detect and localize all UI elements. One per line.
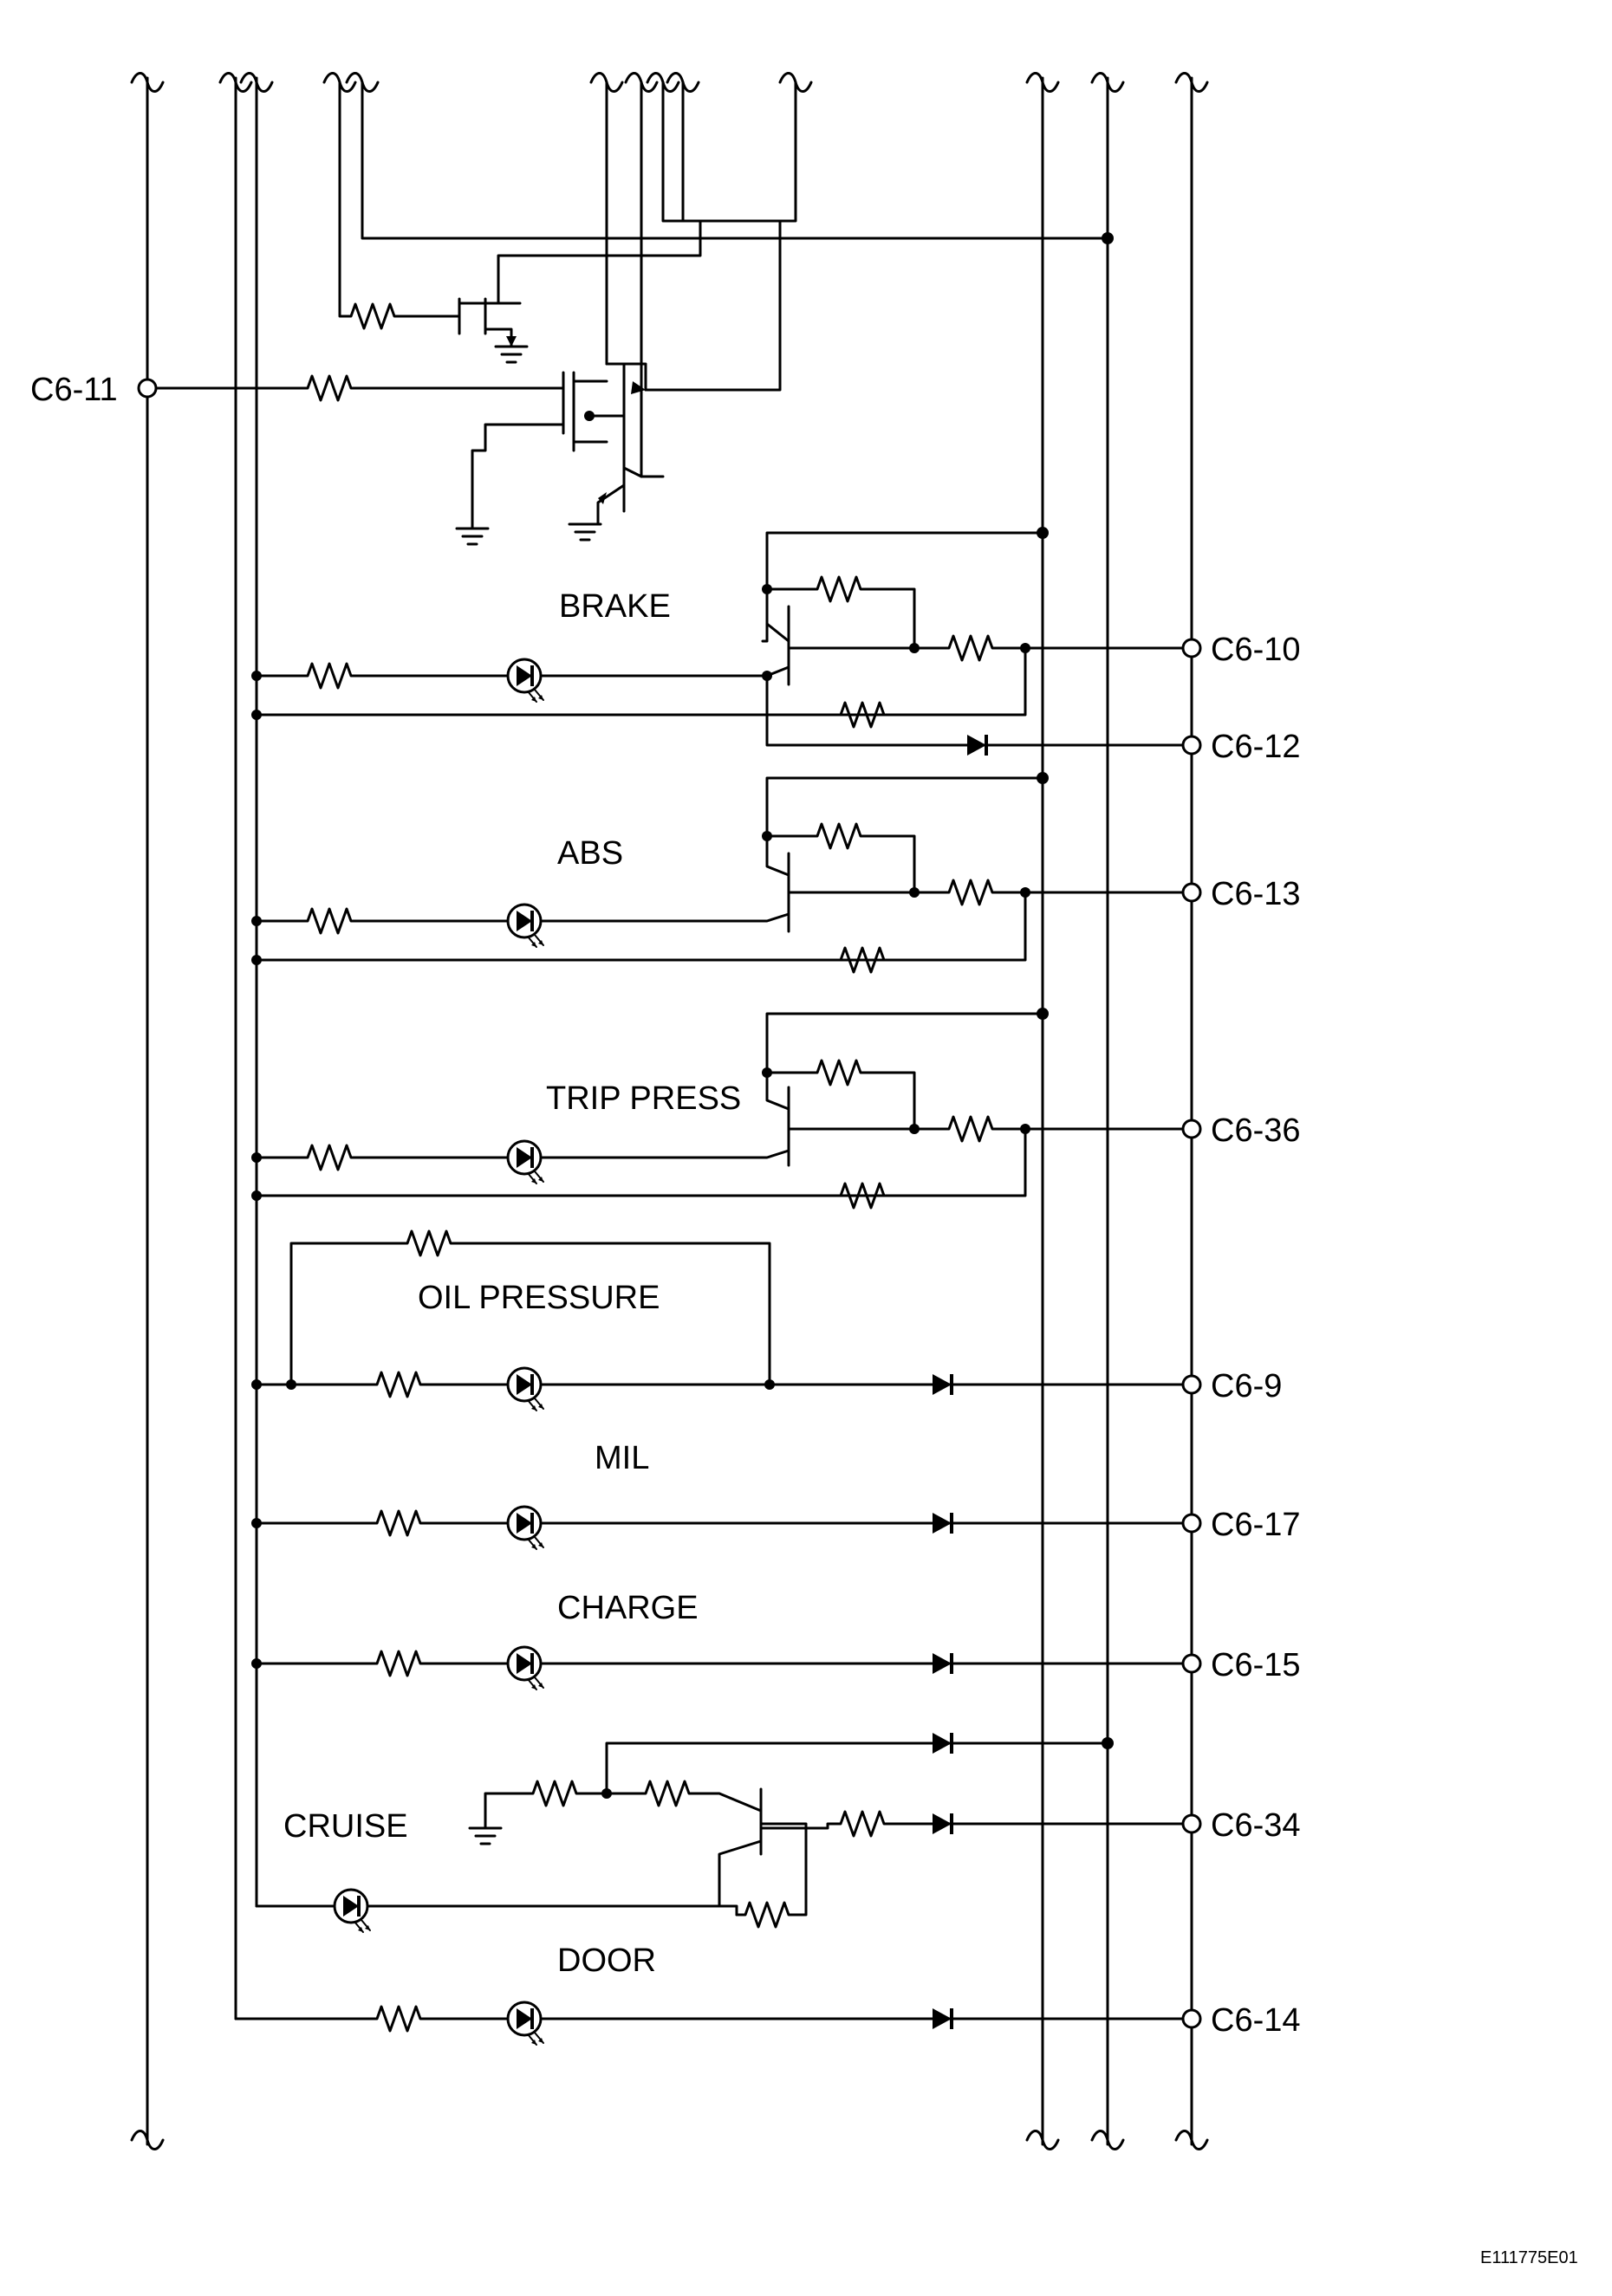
- abs-circuit: [251, 772, 1202, 974]
- cruise-circuit: [255, 1731, 1202, 1934]
- terminal-label-c6-36: C6-36: [1211, 1112, 1301, 1149]
- oil-pressure-circuit: [251, 1229, 1202, 1412]
- terminal-label-c6-9: C6-9: [1211, 1368, 1282, 1404]
- terminal-label-c6-10: C6-10: [1211, 632, 1301, 668]
- indicator-label-brake: BRAKE: [559, 588, 671, 625]
- driver-circuit: [137, 81, 1114, 546]
- terminal-label-c6-13: C6-13: [1211, 876, 1301, 912]
- terminal-label-c6-15: C6-15: [1211, 1647, 1301, 1683]
- indicator-label-door: DOOR: [557, 1943, 656, 1979]
- indicator-label-cruise: CRUISE: [283, 1808, 408, 1845]
- charge-circuit: [251, 1645, 1202, 1691]
- indicator-label-oil-pressure: OIL PRESSURE: [418, 1280, 660, 1316]
- terminal-label-c6-34: C6-34: [1211, 1807, 1301, 1844]
- indicator-label-mil: MIL: [595, 1440, 649, 1476]
- brake-circuit: [251, 527, 1202, 757]
- terminal-label-c6-14: C6-14: [1211, 2002, 1301, 2039]
- indicator-label-charge: CHARGE: [557, 1590, 699, 1626]
- indicator-label-abs: ABS: [557, 835, 623, 872]
- terminal-label-c6-11: C6-11: [30, 372, 118, 408]
- terminal-label-c6-12: C6-12: [1211, 729, 1301, 765]
- mil-circuit: [251, 1505, 1202, 1551]
- terminal-label-c6-17: C6-17: [1211, 1507, 1301, 1543]
- door-circuit: [234, 2001, 1202, 2046]
- indicator-label-trip-press: TRIP PRESS: [546, 1080, 741, 1117]
- vertical-buses: [146, 76, 1193, 2146]
- trip-press-circuit: [251, 1008, 1202, 1210]
- terminal-c6-11: [137, 378, 158, 399]
- figure-code: E111775E01: [1480, 2248, 1578, 2267]
